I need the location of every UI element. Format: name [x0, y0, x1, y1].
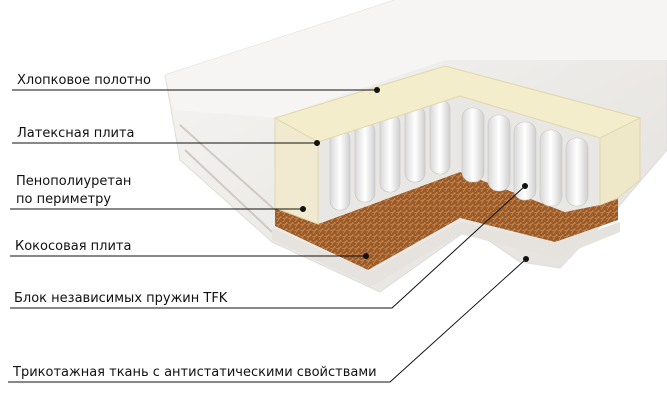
label-foam-line1: Пенополиуретан: [16, 174, 132, 189]
mattress-top-quilt: [165, 0, 667, 118]
label-foam-line2: по периметру: [16, 192, 112, 207]
springs: [329, 99, 589, 211]
label-cotton: Хлопковое полотно: [17, 73, 151, 88]
foam-perimeter-left: [274, 117, 319, 225]
knit-layer: [272, 222, 620, 286]
foam-perimeter-right: [599, 117, 641, 206]
leader-dots: [300, 87, 529, 262]
coconut-layer: [275, 172, 618, 270]
label-coconut: Кокосовая плита: [15, 239, 132, 254]
leader-lines: [8, 89, 527, 383]
label-knit: Трикотажная ткань с антистатическими сво…: [13, 365, 377, 380]
label-latex: Латексная плита: [17, 126, 135, 141]
label-springs: Блок независимых пружин TFK: [14, 291, 228, 306]
